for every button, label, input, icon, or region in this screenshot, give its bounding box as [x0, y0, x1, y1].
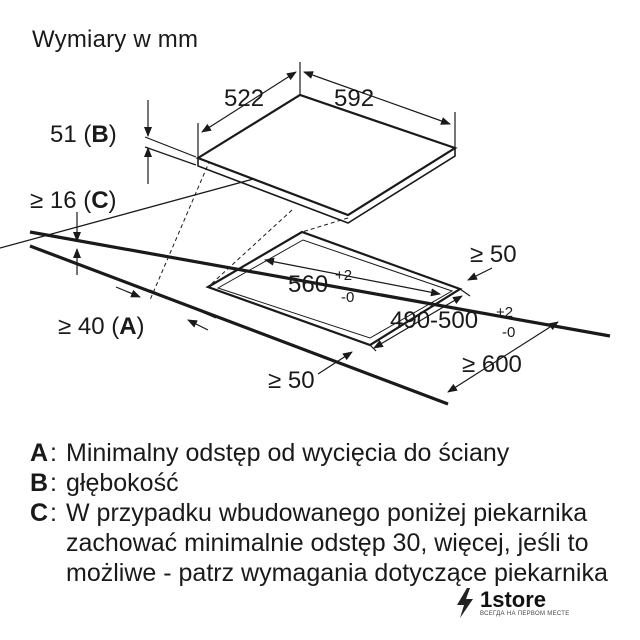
dim-b	[144, 100, 197, 184]
dim-worktop-depth-label: ≥ 600	[462, 351, 522, 378]
dim-cut-depth-tol-plus: +2	[496, 304, 513, 321]
legend-text: głębokość	[66, 469, 179, 497]
cutout-inner	[216, 239, 454, 339]
watermark-name: 1store	[480, 587, 547, 612]
worktop-wall-edge-2	[29, 244, 449, 406]
dim-front-clearance-label: ≥ 50	[268, 367, 315, 394]
legend-item-a: A : Minimalny odstęp od wycięcia do ścia…	[30, 438, 630, 468]
dim-a-label: ≥ 40 (A)	[58, 313, 145, 340]
hob-front-edge	[197, 148, 456, 224]
dim-b-label: 51 (B)	[50, 121, 117, 148]
legend-item-c: C : W przypadku wbudowanego poniżej piek…	[30, 498, 630, 588]
dim-right-clearance-label: ≥ 50	[470, 241, 517, 268]
dim-c-label: ≥ 16 (C)	[30, 187, 117, 214]
dim-cut-width-label: 560	[288, 271, 328, 298]
dim-hob-depth-label: 522	[224, 85, 264, 112]
lightning-bolt-icon	[457, 588, 473, 618]
legend-colon: :	[50, 469, 57, 497]
dim-cut-width-tol-plus: +2	[335, 267, 352, 284]
legend-text: W przypadku wbudowanego poniżej piekarni…	[66, 499, 608, 587]
dim-cut-width-tol-minus: -0	[341, 289, 354, 306]
dim-cut-depth-label: 490-500	[390, 307, 478, 334]
diagram-title: Wymiary w mm	[32, 26, 199, 53]
legend-key: A	[30, 439, 49, 467]
store-watermark: 1store ВСЕГДА НА ПЕРВОМ МЕСТЕ	[456, 588, 570, 618]
legend: A : Minimalny odstęp od wycięcia do ścia…	[30, 438, 630, 588]
hob	[195, 93, 458, 224]
installation-drawing: 522 592 51 (B) ≥ 16 (C) ≥ 40 (A) 560 +2 …	[0, 62, 611, 406]
dim-hob-depth	[197, 62, 301, 158]
dim-front-clearance	[317, 351, 353, 375]
watermark-tagline: ВСЕГДА НА ПЕРВОМ МЕСТЕ	[480, 611, 570, 617]
legend-item-b: B : głębokość	[30, 468, 630, 498]
legend-key: B	[30, 469, 49, 497]
dim-worktop-depth	[447, 321, 559, 393]
dim-right-clearance	[467, 267, 493, 281]
legend-key: C	[30, 499, 49, 527]
dim-hob-width-label: 592	[334, 85, 374, 112]
legend-colon: :	[50, 499, 57, 527]
dim-cut-width	[264, 257, 441, 297]
legend-text: Minimalny odstęp od wycięcia do ściany	[66, 439, 510, 467]
dim-cut-depth	[369, 288, 471, 352]
dim-a	[115, 286, 217, 331]
hob-top	[195, 93, 458, 217]
watermark-text: 1store ВСЕГДА НА ПЕРВОМ МЕСТЕ	[480, 587, 570, 618]
dim-cut-depth-tol-minus: -0	[502, 324, 515, 341]
dim-hob-width	[303, 71, 456, 148]
legend-colon: :	[50, 439, 57, 467]
